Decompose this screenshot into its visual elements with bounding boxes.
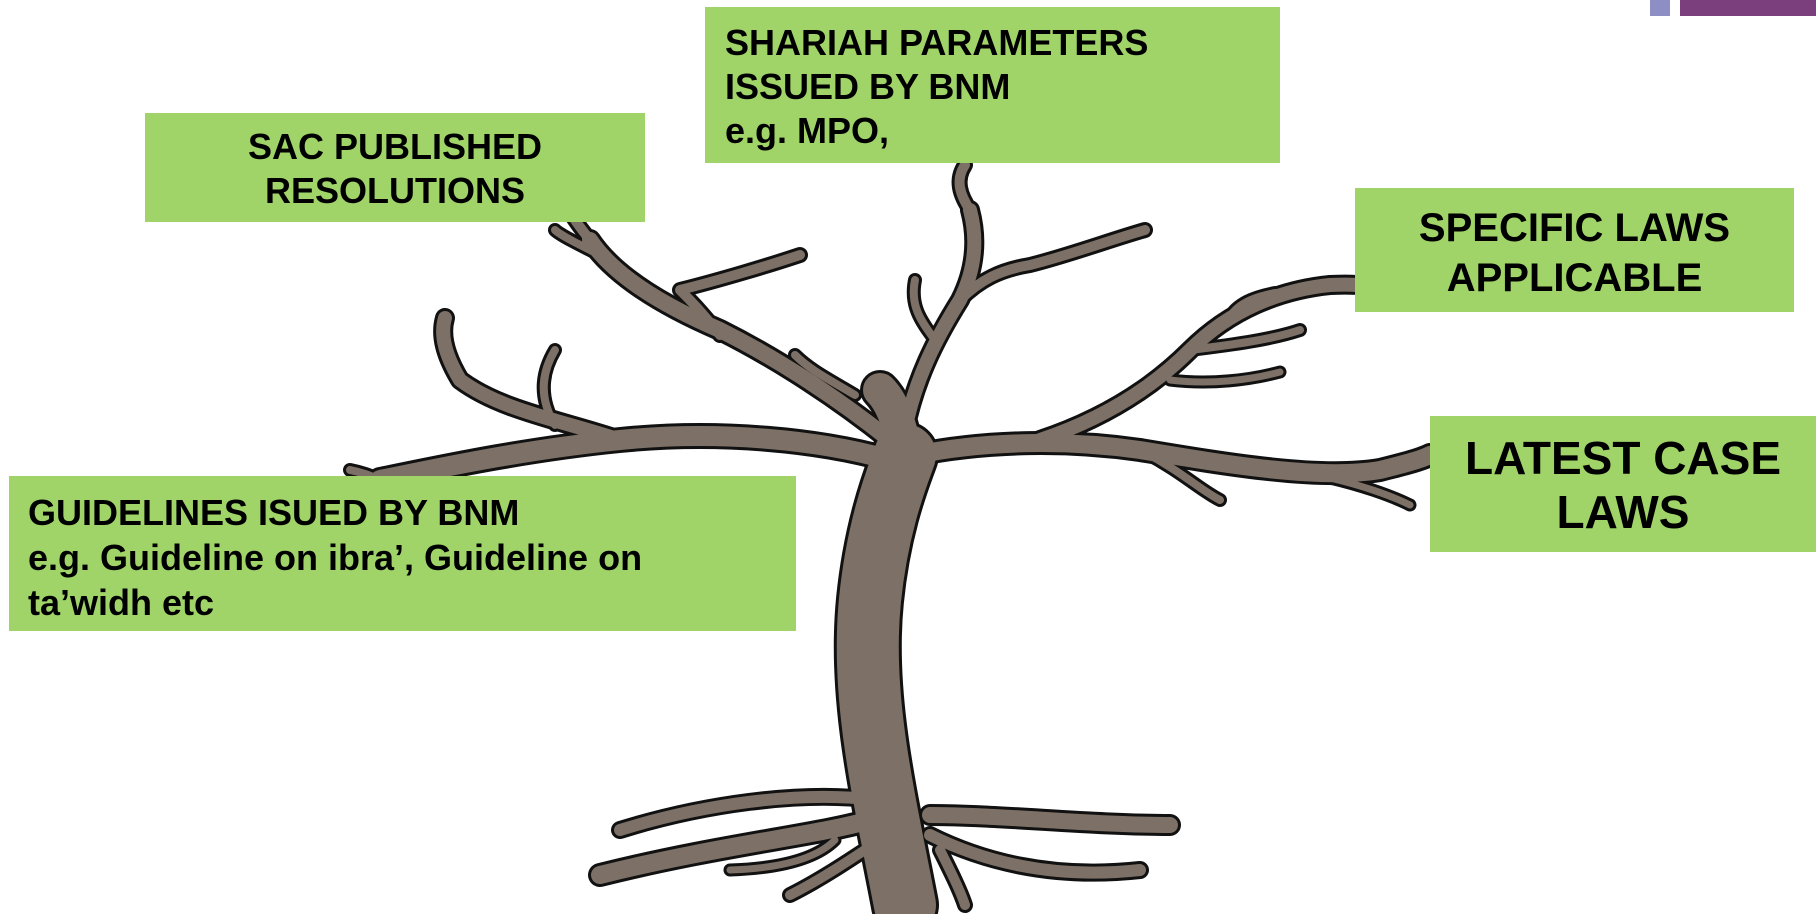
tree-branch: [1186, 326, 1304, 354]
guidelines-box: GUIDELINES ISUED BY BNM e.g. Guideline o…: [9, 476, 796, 631]
tree-branch: [591, 811, 879, 884]
tree-branch: [955, 225, 1150, 305]
box-text-line: LAWS: [1556, 486, 1690, 538]
box-text-line: ISSUED BY BNM: [725, 66, 1011, 107]
accent-square: [1650, 0, 1670, 16]
tree-branch: [785, 835, 885, 900]
tree-branch: [726, 836, 839, 874]
box-text-line: e.g. MPO,: [725, 110, 890, 151]
tree-branch: [909, 276, 939, 344]
box-text-line: SHARIAH PARAMETERS: [725, 22, 1149, 63]
tree-branch: [924, 829, 1146, 879]
tree-branch: [551, 226, 604, 259]
tree-branch: [836, 424, 936, 914]
box-text-line: APPLICABLE: [1446, 256, 1703, 300]
latest-case-laws-box: LATEST CASE LAWS: [1430, 416, 1816, 552]
tree-branch: [863, 373, 922, 472]
box-text-line: SAC PUBLISHED: [247, 126, 543, 167]
box-text-line: RESOLUTIONS: [264, 170, 525, 211]
tree-branch: [1166, 368, 1284, 386]
sac-resolutions-box: SAC PUBLISHED RESOLUTIONS: [145, 113, 645, 222]
shariah-parameters-box: SHARIAH PARAMETERS ISSUED BY BNM e.g. MP…: [705, 7, 1280, 163]
accent-bar: [1680, 0, 1816, 16]
tree-branch: [436, 311, 627, 447]
tree-branch: [906, 434, 1439, 483]
tree-branch: [539, 346, 559, 429]
box-text-line: ta’widh etc: [28, 582, 215, 623]
tree-branch: [922, 807, 1178, 833]
tree-branch: [791, 351, 859, 399]
box-text-line: GUIDELINES ISUED BY BNM: [28, 492, 520, 533]
tree-branch: [1326, 474, 1414, 509]
specific-laws-box: SPECIFIC LAWS APPLICABLE: [1355, 188, 1794, 312]
box-text-line: SPECIFIC LAWS: [1418, 206, 1731, 250]
box-text-line: e.g. Guideline on ibra’, Guideline on: [28, 537, 643, 578]
tree-branch: [1136, 446, 1224, 504]
tree-branch: [675, 250, 805, 340]
tree-branch: [1033, 277, 1372, 447]
tree-branch: [614, 790, 881, 836]
tree-branch: [370, 426, 900, 490]
tree-branch: [954, 160, 975, 215]
tree-branch: [935, 845, 970, 910]
box-text-line: LATEST CASE: [1464, 432, 1782, 484]
tree-branch: [1227, 289, 1278, 318]
